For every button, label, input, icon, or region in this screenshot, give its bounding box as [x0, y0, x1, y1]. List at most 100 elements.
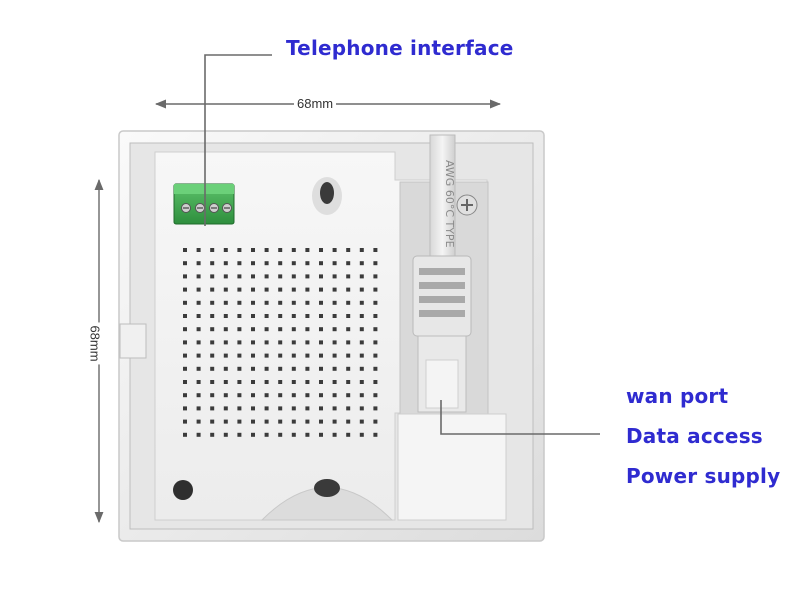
- vent-hole: [373, 314, 378, 318]
- vent-hole: [359, 419, 364, 424]
- height-dimension-label: 68mm: [87, 322, 103, 365]
- vent-hole: [210, 406, 215, 411]
- vent-holes: [183, 248, 378, 437]
- vent-hole: [346, 419, 351, 424]
- vent-hole: [291, 406, 296, 411]
- vent-hole: [291, 353, 296, 358]
- vent-hole: [319, 274, 323, 279]
- vent-hole: [291, 261, 296, 266]
- vent-hole: [305, 340, 310, 345]
- vent-hole: [305, 380, 310, 384]
- vent-hole: [264, 366, 269, 371]
- vent-hole: [196, 314, 201, 318]
- vent-hole: [291, 393, 296, 398]
- vent-hole: [237, 274, 242, 279]
- vent-hole: [264, 419, 269, 424]
- vent-hole: [251, 261, 255, 266]
- vent-hole: [319, 261, 323, 266]
- vent-hole: [223, 248, 228, 252]
- vent-hole: [210, 248, 215, 252]
- vent-hole: [196, 327, 201, 332]
- vent-hole: [332, 353, 337, 358]
- vent-hole: [183, 287, 187, 292]
- vent-hole: [237, 287, 242, 292]
- vent-hole: [373, 406, 378, 411]
- side-clip: [119, 323, 147, 359]
- wan-port-label: wan port: [626, 384, 729, 408]
- vent-hole: [183, 314, 187, 318]
- vent-hole: [237, 327, 242, 332]
- vent-hole: [373, 327, 378, 332]
- vent-hole: [183, 327, 187, 332]
- vent-hole: [359, 261, 364, 266]
- vent-hole: [237, 300, 242, 305]
- vent-hole: [373, 274, 378, 279]
- ethernet-cable: AWG 60°C TYPE: [429, 134, 456, 269]
- vent-hole: [237, 366, 242, 371]
- vent-hole: [305, 248, 310, 252]
- vent-hole: [210, 340, 215, 345]
- vent-hole: [223, 380, 228, 384]
- vent-hole: [278, 274, 283, 279]
- vent-hole: [264, 327, 269, 332]
- vent-hole: [332, 419, 337, 424]
- vent-hole: [278, 406, 283, 411]
- vent-hole: [278, 432, 283, 437]
- vent-hole: [278, 327, 283, 332]
- vent-hole: [223, 327, 228, 332]
- vent-hole: [332, 300, 337, 305]
- vent-hole: [210, 353, 215, 358]
- vent-hole: [359, 248, 364, 252]
- vent-hole: [346, 432, 351, 437]
- reset-hole: [173, 480, 193, 500]
- vent-hole: [346, 366, 351, 371]
- vent-hole: [210, 287, 215, 292]
- vent-hole: [291, 248, 296, 252]
- vent-hole: [183, 300, 187, 305]
- vent-hole: [346, 380, 351, 384]
- vent-hole: [332, 287, 337, 292]
- vent-hole: [251, 406, 255, 411]
- vent-hole: [264, 248, 269, 252]
- vent-hole: [196, 261, 201, 266]
- vent-hole: [332, 380, 337, 384]
- vent-hole: [319, 248, 323, 252]
- vent-hole: [251, 419, 255, 424]
- vent-hole: [278, 300, 283, 305]
- vent-hole: [223, 314, 228, 318]
- data-access-label: Data access: [626, 424, 763, 448]
- vent-hole: [305, 406, 310, 411]
- vent-hole: [346, 353, 351, 358]
- vent-hole: [291, 300, 296, 305]
- vent-hole: [319, 353, 323, 358]
- vent-hole: [346, 287, 351, 292]
- vent-hole: [346, 300, 351, 305]
- vent-hole: [223, 366, 228, 371]
- data-access-leader-line: [440, 400, 600, 435]
- vent-hole: [278, 287, 283, 292]
- vent-hole: [264, 380, 269, 384]
- vent-hole: [359, 314, 364, 318]
- vent-hole: [319, 314, 323, 318]
- vent-hole: [251, 248, 255, 252]
- top-keyhole: [320, 182, 334, 204]
- vent-hole: [359, 393, 364, 398]
- vent-hole: [223, 406, 228, 411]
- vent-hole: [359, 380, 364, 384]
- vent-hole: [237, 406, 242, 411]
- vent-hole: [359, 340, 364, 345]
- vent-hole: [332, 340, 337, 345]
- vent-hole: [373, 353, 378, 358]
- vent-hole: [223, 393, 228, 398]
- vent-hole: [332, 393, 337, 398]
- vent-hole: [346, 327, 351, 332]
- rj45-boot: [412, 255, 472, 413]
- vent-hole: [332, 366, 337, 371]
- vent-hole: [359, 366, 364, 371]
- vent-hole: [291, 432, 296, 437]
- vent-hole: [319, 406, 323, 411]
- vent-hole: [346, 274, 351, 279]
- vent-hole: [196, 406, 201, 411]
- vent-hole: [210, 274, 215, 279]
